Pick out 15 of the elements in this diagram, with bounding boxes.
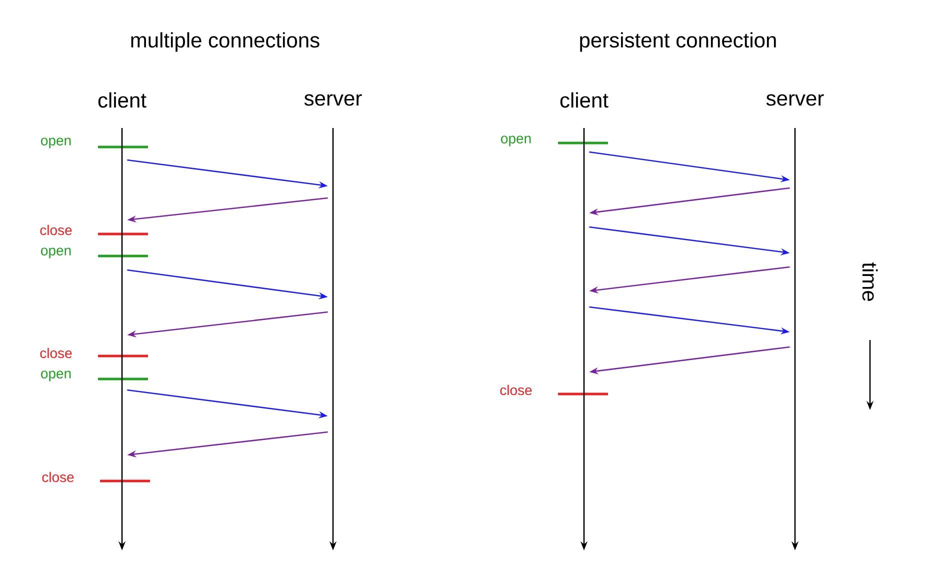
node-label: client <box>560 92 608 108</box>
time-label: time <box>862 262 878 301</box>
state-label: close <box>40 348 72 358</box>
state-label: open <box>41 370 71 382</box>
state-label: close <box>500 384 532 396</box>
node-label: server <box>766 94 824 106</box>
state-label: open <box>41 248 71 258</box>
node-label: server <box>304 94 362 106</box>
state-label: close <box>42 472 74 482</box>
panel-title: multiple connections <box>131 32 320 52</box>
state-label: open <box>41 138 71 148</box>
panel-title: persistent connection <box>580 32 776 52</box>
state-label: close <box>40 224 72 236</box>
state-label: open <box>501 136 531 146</box>
node-label: client <box>98 92 146 108</box>
